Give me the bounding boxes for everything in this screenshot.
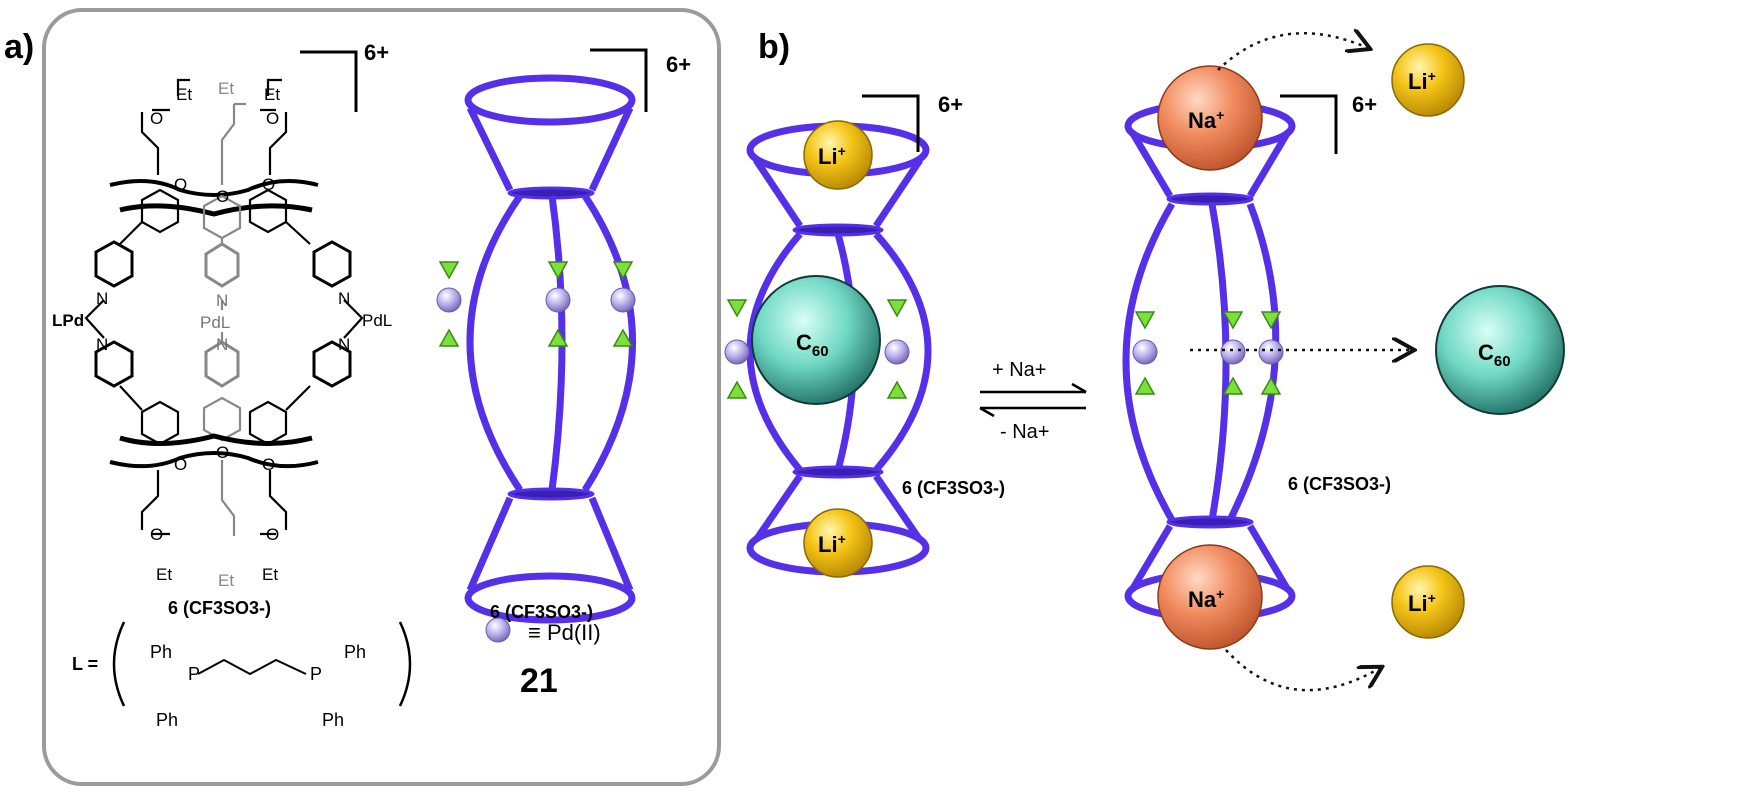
na-bottom-label: Na+ xyxy=(1188,586,1224,612)
o-label-6: O xyxy=(174,455,187,474)
li-release-arrow-bottom xyxy=(1225,649,1380,692)
pd-node xyxy=(884,339,910,365)
lower-rim xyxy=(119,433,313,447)
o-label-10: O xyxy=(266,525,279,544)
o-label-1: O xyxy=(150,109,163,128)
o-label-7: O xyxy=(216,443,229,462)
forward-label: + Na+ xyxy=(992,359,1046,381)
o-label-3: O xyxy=(174,175,187,194)
left-cage-li-top: Li+ xyxy=(803,120,873,190)
released-li-top-label: Li+ xyxy=(1408,68,1436,94)
pd-legend-icon xyxy=(485,617,511,643)
right-cage-charge: 6+ xyxy=(1352,92,1377,117)
left-cage-charge-bracket: 6+ xyxy=(862,92,963,152)
pdl-center: PdL xyxy=(200,313,230,332)
et-label-5: Et xyxy=(262,565,278,584)
upper-rim xyxy=(109,179,319,197)
pdl-left: LPd xyxy=(52,311,84,330)
cage-21-counterion: 6 (CF3SO3-) xyxy=(490,602,593,622)
structure-labels: Et Et Et O O O O O N N N LPd PdL PdL N N… xyxy=(52,79,392,590)
et-label-6: Et xyxy=(218,571,234,590)
o-label-5: O xyxy=(262,175,275,194)
calixarene-cage-structure xyxy=(84,78,364,536)
cage-21-charge: 6+ xyxy=(666,52,691,77)
o-label-4: O xyxy=(216,187,229,206)
ph-3: Ph xyxy=(344,642,366,662)
ph-2: Ph xyxy=(156,710,178,730)
left-cage-pd-nodes xyxy=(724,299,910,399)
o-label-9: O xyxy=(150,525,163,544)
na-top-label: Na+ xyxy=(1188,107,1224,133)
li-top-label: Li+ xyxy=(818,143,846,169)
left-cage-counterion: 6 (CF3SO3-) xyxy=(902,478,1005,498)
pd-legend-text: ≡ Pd(II) xyxy=(528,620,601,645)
right-cage-counterion: 6 (CF3SO3-) xyxy=(1288,474,1391,494)
ligand-definition: L = Ph P Ph P Ph Ph xyxy=(72,621,412,730)
et-label-1: Et xyxy=(176,85,192,104)
released-li-top: Li+ xyxy=(1391,43,1465,117)
released-li-bottom-label: Li+ xyxy=(1408,590,1436,616)
cage-21-cartoon xyxy=(464,74,636,624)
reverse-label: - Na+ xyxy=(1000,421,1049,443)
li-bottom-label: Li+ xyxy=(818,531,846,557)
right-cage-na-top: Na+ xyxy=(1157,65,1263,171)
o-label-2: O xyxy=(266,109,279,128)
n-label-right-top: N xyxy=(338,289,350,308)
left-cage-c60: C60 xyxy=(751,275,881,405)
pd-node xyxy=(1258,339,1284,365)
released-li-bottom: Li+ xyxy=(1391,565,1465,639)
cage-21-pd-nodes xyxy=(436,261,636,347)
pd-node xyxy=(610,287,636,313)
panel-a-frame xyxy=(42,8,721,786)
release-arrows xyxy=(1190,33,1412,692)
counterion-text: 6 (CF3SO3-) xyxy=(168,598,271,618)
o-label-8: O xyxy=(262,455,275,474)
released-c60: C60 xyxy=(1435,285,1565,415)
et-label-3: Et xyxy=(218,79,234,98)
pd-node xyxy=(1132,339,1158,365)
right-cage-na-bottom: Na+ xyxy=(1157,544,1263,650)
n-label-center-bottom: N xyxy=(216,335,228,354)
pd-node xyxy=(724,339,750,365)
et-label-2: Et xyxy=(264,85,280,104)
n-label-left-top: N xyxy=(96,289,108,308)
ph-1: Ph xyxy=(150,642,172,662)
pd-node xyxy=(1220,339,1246,365)
structure-counterion: 6 (CF3SO3-) xyxy=(168,598,271,618)
equilibrium-arrows: + Na+ - Na+ xyxy=(979,359,1087,443)
bottom-ester-arms xyxy=(140,460,288,536)
right-cage-charge-bracket: 6+ xyxy=(1280,92,1377,154)
pd-node xyxy=(436,287,462,313)
panel-a-label: a) xyxy=(4,28,34,66)
p-1: P xyxy=(188,664,200,684)
structure-charge: 6+ xyxy=(364,40,389,65)
top-ester-arms xyxy=(140,78,288,185)
pdl-right: PdL xyxy=(362,311,392,330)
n-label-left-bottom: N xyxy=(96,335,108,354)
n-label-right-bottom: N xyxy=(338,335,350,354)
et-label-4: Et xyxy=(156,565,172,584)
compound-number: 21 xyxy=(520,662,558,700)
panel-b-label: b) xyxy=(758,28,790,66)
p-2: P xyxy=(310,664,322,684)
right-cage-pd-nodes xyxy=(1132,311,1284,395)
left-cage-charge: 6+ xyxy=(938,92,963,117)
li-release-arrow-top xyxy=(1217,33,1368,71)
n-label-center-top: N xyxy=(216,291,228,310)
structure-charge-bracket: 6+ xyxy=(300,40,389,112)
cage-21-charge-bracket: 6+ xyxy=(590,48,691,112)
left-cage-li-bottom: Li+ xyxy=(803,508,873,578)
pd-node xyxy=(545,287,571,313)
ligand-eq: L = xyxy=(72,654,98,674)
ph-4: Ph xyxy=(322,710,344,730)
pd-legend: ≡ Pd(II) xyxy=(485,617,601,645)
